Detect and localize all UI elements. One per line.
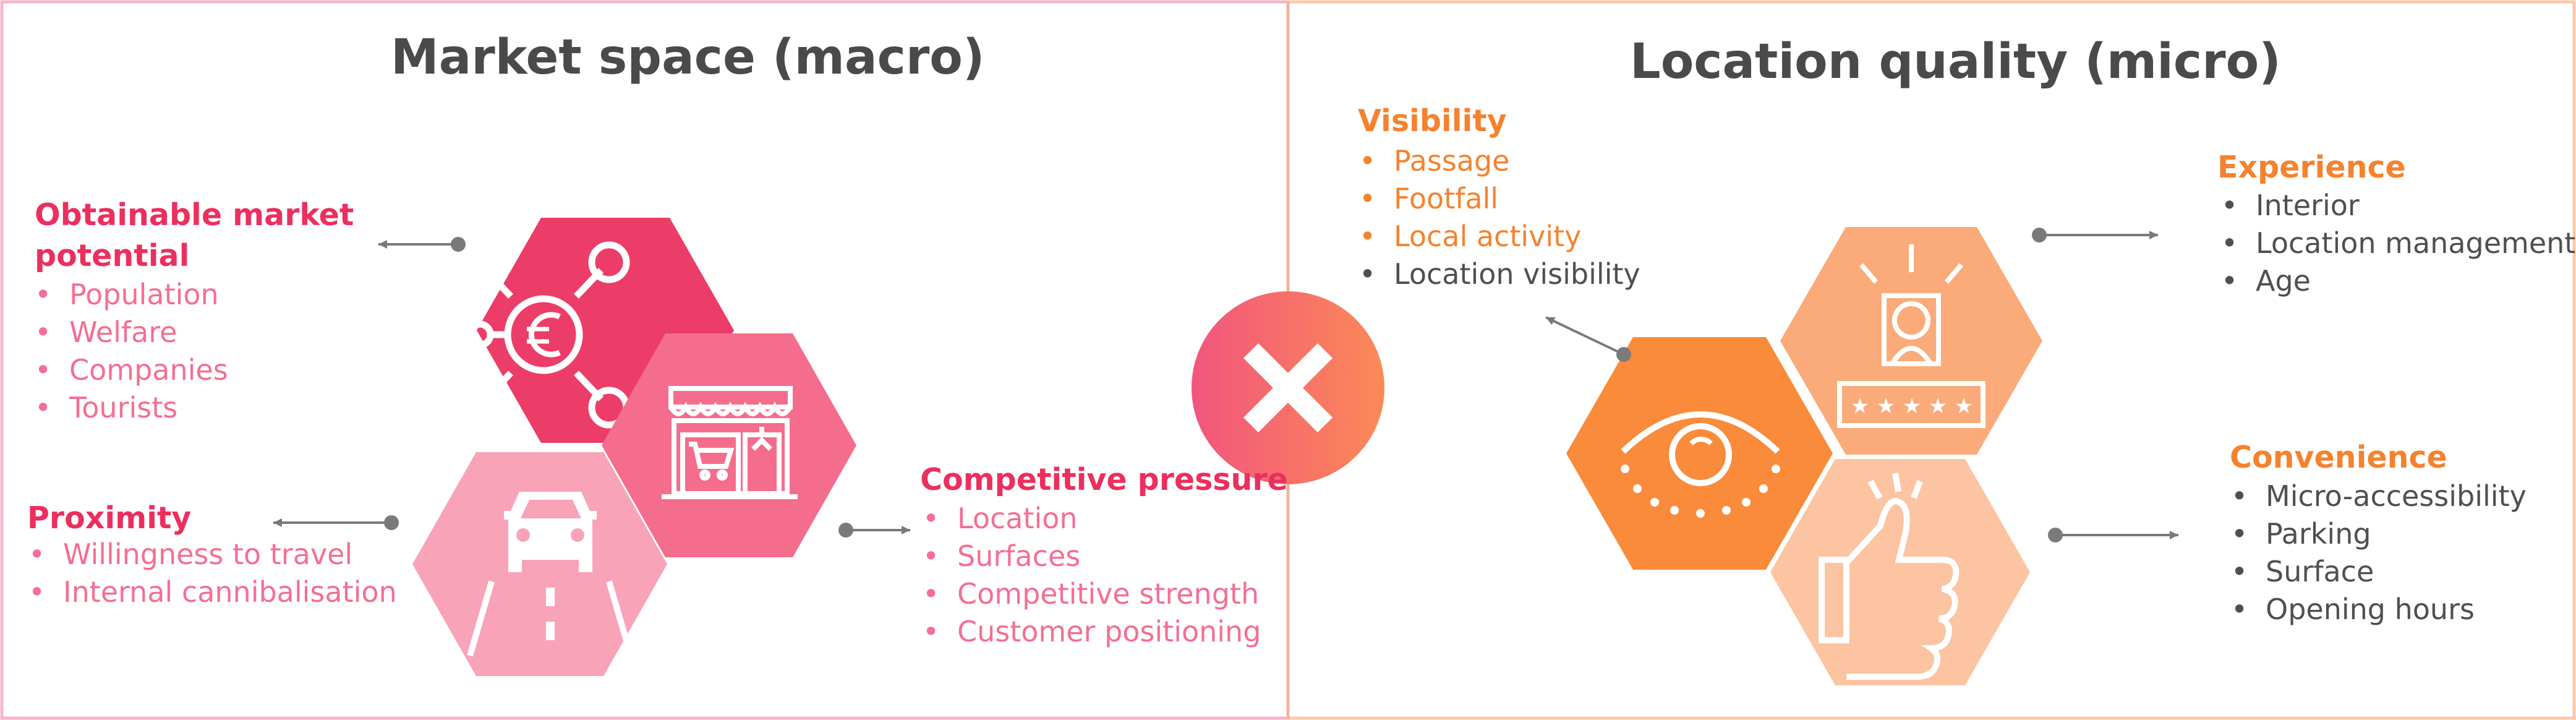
macro-title: Market space (macro): [391, 30, 985, 85]
list-item: Passage: [1355, 142, 1640, 180]
list-item: Local activity: [1355, 218, 1640, 255]
hexagon-convenience: [1770, 459, 2030, 685]
convenience-heading: Convenience: [2230, 440, 2447, 475]
arrow-to-experience: [2032, 228, 2158, 242]
market-potential-heading: Obtainable market potential: [35, 197, 354, 273]
list-item: Companies: [31, 351, 228, 389]
svg-text:★: ★: [1877, 394, 1895, 419]
visibility-heading: Visibility: [1358, 103, 1507, 139]
eye-icon: [1621, 411, 1780, 518]
euro-network-icon: [456, 241, 630, 429]
competitive-pressure-list: Location Surfaces Competitive strength C…: [919, 500, 1261, 651]
svg-text:★: ★: [1929, 394, 1947, 419]
list-item: Customer positioning: [919, 613, 1261, 651]
list-item: Footfall: [1355, 180, 1640, 218]
hexagon-visibility: [1566, 337, 1833, 570]
hexagon-proximity: [412, 452, 667, 676]
list-item: Willingness to travel: [25, 536, 397, 573]
list-item: Population: [31, 276, 228, 314]
list-item: Interior: [2217, 187, 2575, 225]
arrow-to-market-potential: [378, 237, 466, 252]
convenience-list: Micro-accessibility Parking Surface Open…: [2227, 478, 2527, 628]
svg-text:★: ★: [1903, 394, 1921, 419]
list-item: Location visibility: [1355, 255, 1640, 293]
list-item: Competitive strength: [919, 575, 1261, 613]
proximity-list: Willingness to travel Internal cannibali…: [25, 536, 397, 611]
thumbs-up-icon: [1819, 473, 1960, 680]
list-item: Location: [919, 500, 1261, 538]
arrow-to-convenience: [2048, 528, 2178, 542]
competitive-pressure-heading: Competitive pressure: [920, 462, 1288, 497]
list-item: Surfaces: [919, 538, 1261, 575]
list-item: Opening hours: [2227, 591, 2527, 628]
svg-text:★: ★: [1955, 394, 1973, 419]
multiply-x-icon: [1192, 291, 1384, 484]
experience-heading: Experience: [2217, 150, 2406, 185]
person-rating-icon: ★ ★ ★ ★ ★: [1837, 244, 1985, 428]
visibility-list: Passage Footfall Local activity Location…: [1355, 142, 1640, 293]
proximity-heading: Proximity: [27, 500, 192, 536]
shop-front-icon: [662, 386, 798, 499]
list-item: Surface: [2227, 553, 2527, 591]
list-item: Location management: [2217, 225, 2575, 262]
svg-text:★: ★: [1851, 394, 1869, 419]
experience-list: Interior Location management Age: [2217, 187, 2575, 300]
list-item: Welfare: [31, 314, 228, 351]
list-item: Tourists: [31, 389, 228, 427]
hexagon-experience: ★ ★ ★ ★ ★: [1780, 227, 2042, 455]
hexagon-competitive-pressure: [602, 333, 856, 557]
list-item: Internal cannibalisation: [25, 573, 397, 611]
arrow-to-proximity: [273, 515, 399, 530]
list-item: Micro-accessibility: [2227, 478, 2527, 515]
arrow-to-competitive-pressure: [838, 523, 910, 538]
market-potential-list: Population Welfare Companies Tourists: [31, 276, 228, 427]
arrow-to-visibility: [1545, 316, 1631, 362]
car-road-icon: [467, 492, 634, 657]
list-item: Parking: [2227, 515, 2527, 553]
list-item: Age: [2217, 262, 2575, 300]
micro-title: Location quality (micro): [1630, 34, 2281, 90]
